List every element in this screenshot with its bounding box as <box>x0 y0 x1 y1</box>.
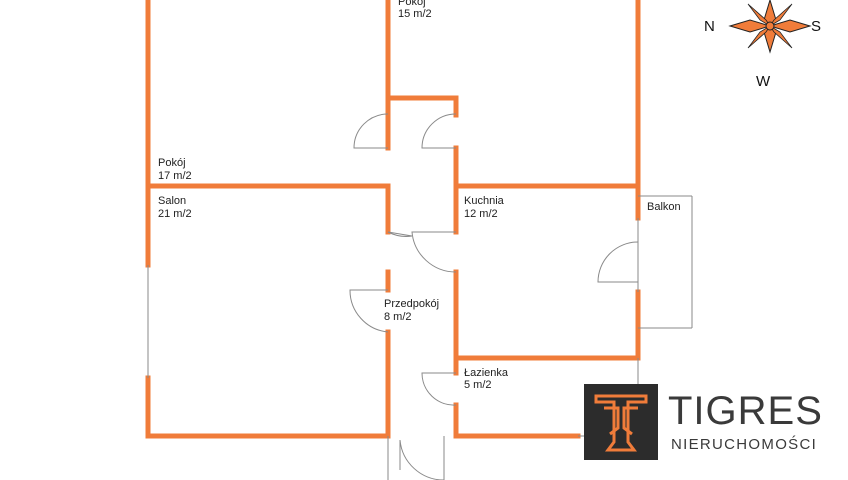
room-labels: Pokój 15 m/2 Pokój 17 m/2 Salon 21 m/2 K… <box>158 0 681 391</box>
room-area: 8 m/2 <box>384 311 412 323</box>
door-entrance <box>399 439 444 480</box>
thin-lines <box>147 195 693 480</box>
compass-rose-icon <box>728 0 812 54</box>
door-pokoj-15 <box>353 113 389 149</box>
door-salon <box>387 231 413 237</box>
room-area: 12 m/2 <box>464 208 498 220</box>
logo-brand: TIGRES <box>668 389 823 433</box>
tigres-logo-icon <box>584 384 658 460</box>
room-area: 17 m/2 <box>158 170 192 182</box>
room-name: Pokój <box>398 0 426 8</box>
room-area: 5 m/2 <box>464 379 492 391</box>
compass-north-label: N <box>704 18 715 35</box>
room-name: Salon <box>158 195 186 207</box>
room-name: Pokój <box>158 157 186 169</box>
door-kuchnia <box>411 231 457 273</box>
door-przedpokoj <box>349 289 389 333</box>
room-name: Kuchnia <box>464 195 505 207</box>
room-name: Przedpokój <box>384 298 439 310</box>
logo-subtitle: NIERUCHOMOŚCI <box>671 436 818 453</box>
doors <box>349 113 639 480</box>
door-balkon <box>597 241 639 283</box>
room-name: Balkon <box>647 201 681 213</box>
walls <box>145 0 641 439</box>
door-pokoj-15-right <box>421 113 457 149</box>
compass-south-label: S <box>811 18 821 35</box>
room-name: Łazienka <box>464 367 509 379</box>
room-area: 21 m/2 <box>158 208 192 220</box>
door-lazienka <box>421 372 457 406</box>
room-area: 15 m/2 <box>398 8 432 20</box>
compass-west-label: W <box>756 73 771 90</box>
